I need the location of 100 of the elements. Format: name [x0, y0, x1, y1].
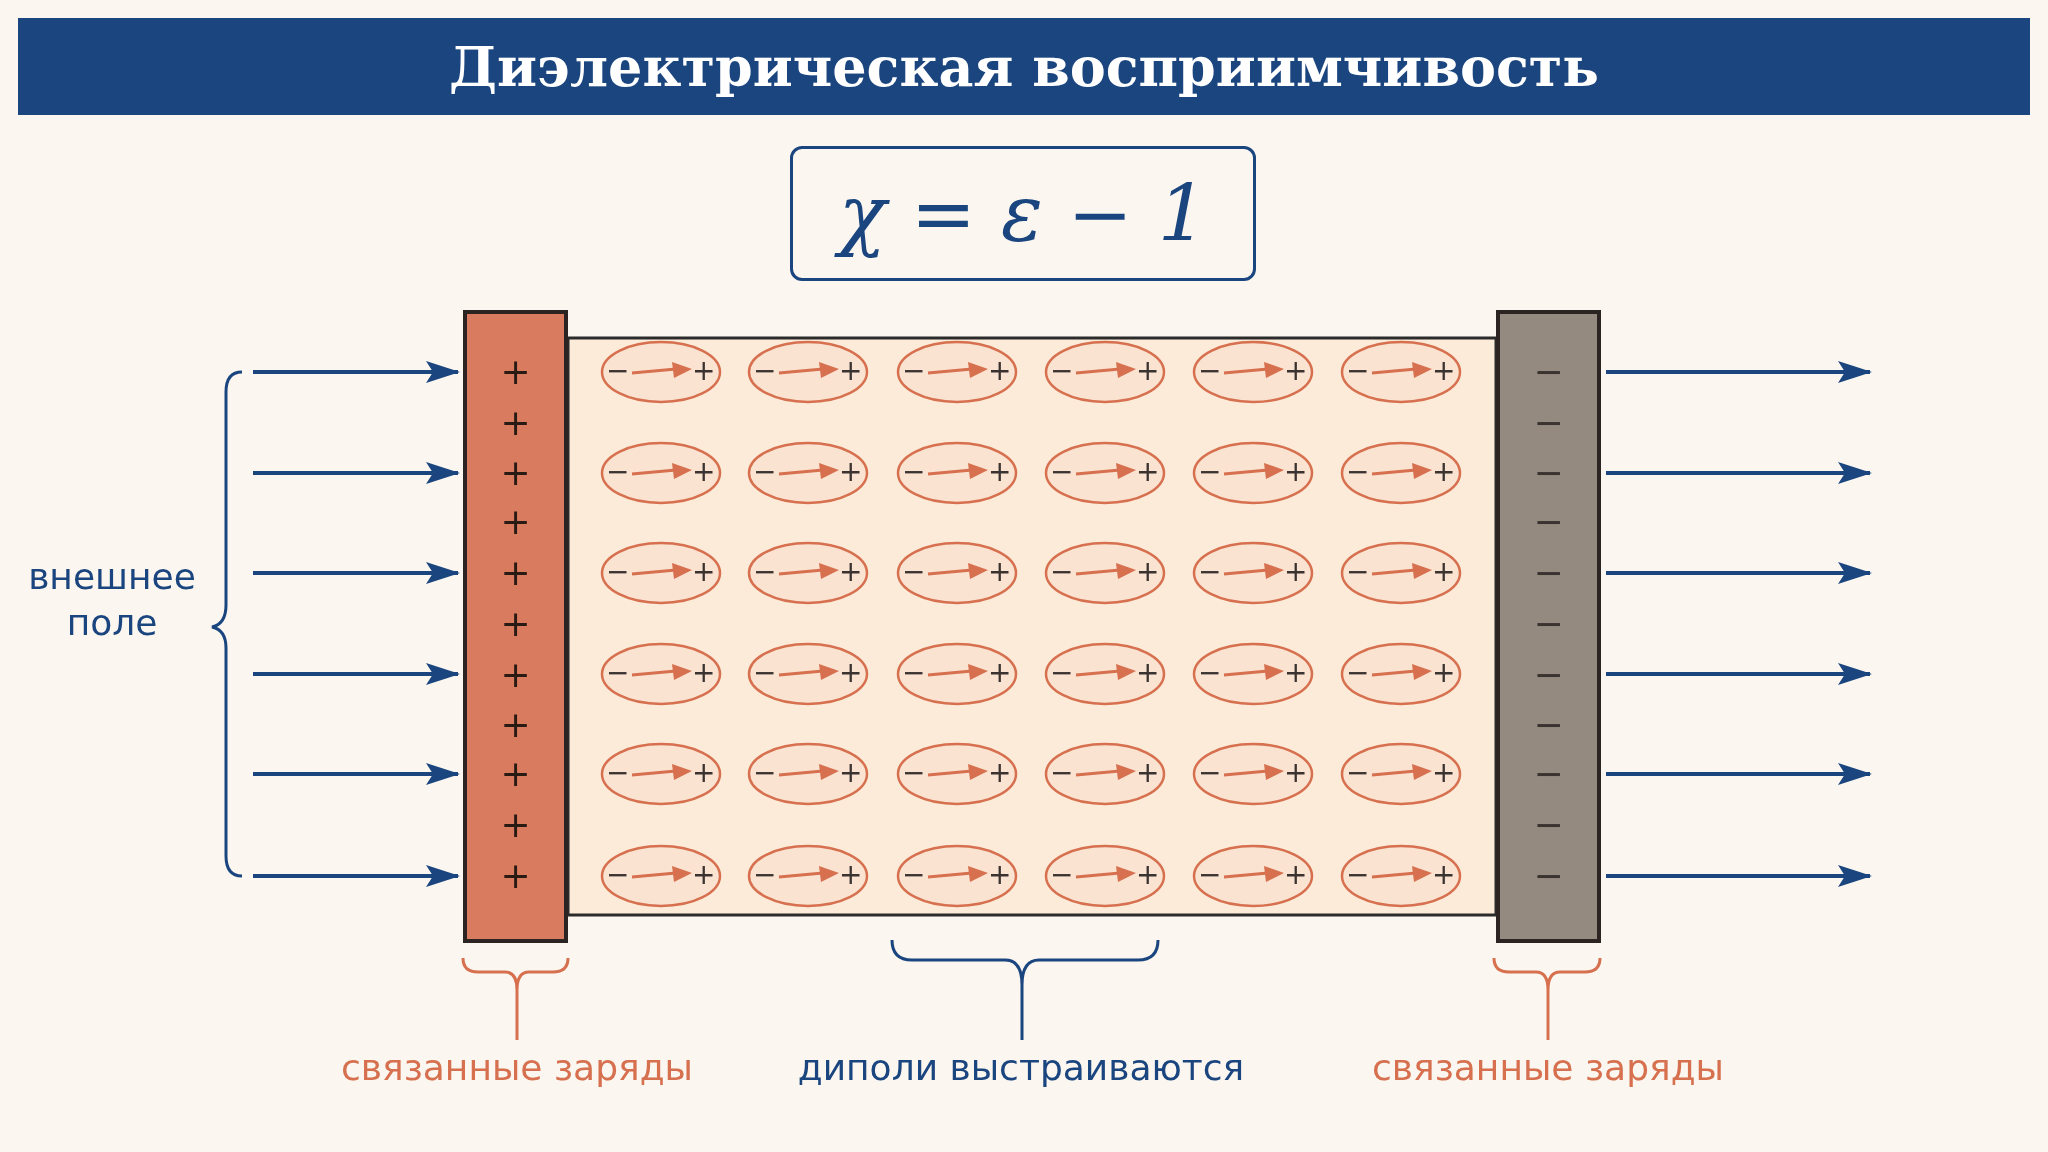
minus-sign: −	[902, 354, 926, 388]
plus-sign: +	[1284, 354, 1308, 388]
plus-sign: +	[499, 604, 532, 644]
plus-sign: +	[499, 655, 532, 695]
minus-sign: −	[1346, 455, 1370, 489]
plus-sign: +	[1432, 555, 1456, 589]
plus-sign: +	[1136, 756, 1160, 790]
minus-sign: −	[1198, 756, 1222, 790]
dipole-ellipse	[747, 340, 869, 404]
plus-sign: +	[692, 756, 716, 790]
plus-sign: +	[1136, 455, 1160, 489]
plus-sign: +	[988, 455, 1012, 489]
plus-sign: +	[988, 656, 1012, 690]
dipole-ellipse	[600, 844, 722, 908]
minus-sign: −	[1198, 656, 1222, 690]
dipole-ellipse	[1044, 340, 1166, 404]
minus-sign: −	[1532, 502, 1565, 542]
plus-sign: +	[499, 352, 532, 392]
minus-sign: −	[1346, 656, 1370, 690]
minus-sign: −	[1532, 705, 1565, 745]
minus-sign: −	[1198, 858, 1222, 892]
dipole-ellipse	[600, 340, 722, 404]
plus-sign: +	[1432, 756, 1456, 790]
minus-sign: −	[606, 354, 630, 388]
minus-sign: −	[1346, 354, 1370, 388]
plus-sign: +	[988, 858, 1012, 892]
plus-sign: +	[839, 656, 863, 690]
dipole-ellipse	[896, 742, 1018, 806]
dipole-ellipse	[747, 844, 869, 908]
dipole-ellipse	[1340, 844, 1462, 908]
brace-label: диполи выстраиваются	[796, 1046, 1246, 1090]
title-banner: Диэлектрическая восприимчивость	[18, 18, 2030, 115]
dipole-ellipse	[600, 642, 722, 706]
plus-sign: +	[1432, 858, 1456, 892]
minus-sign: −	[1532, 553, 1565, 593]
dipole-ellipse	[1044, 844, 1166, 908]
dipole-ellipse	[1192, 541, 1314, 605]
field-label: внешнее поле	[27, 555, 197, 645]
plus-sign: +	[692, 455, 716, 489]
dipole-ellipse	[1044, 541, 1166, 605]
plus-sign: +	[499, 805, 532, 845]
plus-sign: +	[1284, 756, 1308, 790]
minus-sign: −	[606, 455, 630, 489]
dipole-ellipse	[747, 742, 869, 806]
minus-sign: −	[606, 656, 630, 690]
plus-sign: +	[1136, 858, 1160, 892]
minus-sign: −	[606, 756, 630, 790]
plus-sign: +	[988, 756, 1012, 790]
plus-sign: +	[499, 553, 532, 593]
minus-sign: −	[1050, 756, 1074, 790]
dipole-ellipse	[1192, 441, 1314, 505]
minus-sign: −	[1532, 352, 1565, 392]
minus-sign: −	[1532, 604, 1565, 644]
minus-sign: −	[1532, 856, 1565, 896]
plus-sign: +	[499, 403, 532, 443]
minus-sign: −	[1532, 655, 1565, 695]
brace-label: связанные заряды	[340, 1046, 694, 1090]
minus-sign: −	[1050, 656, 1074, 690]
plus-sign: +	[1136, 354, 1160, 388]
plus-sign: +	[499, 453, 532, 493]
dipole-ellipse	[1044, 742, 1166, 806]
minus-sign: −	[1346, 756, 1370, 790]
dipole-ellipse	[1192, 642, 1314, 706]
plus-sign: +	[1432, 455, 1456, 489]
minus-sign: −	[753, 756, 777, 790]
minus-sign: −	[753, 455, 777, 489]
plus-sign: +	[692, 354, 716, 388]
plus-sign: +	[839, 354, 863, 388]
plus-sign: +	[692, 656, 716, 690]
dipole-ellipse	[896, 541, 1018, 605]
plus-sign: +	[839, 858, 863, 892]
minus-sign: −	[1346, 555, 1370, 589]
plus-sign: +	[499, 502, 532, 542]
plus-sign: +	[839, 455, 863, 489]
minus-sign: −	[1198, 555, 1222, 589]
minus-sign: −	[753, 555, 777, 589]
dipole-ellipse	[896, 441, 1018, 505]
minus-sign: −	[1532, 403, 1565, 443]
minus-sign: −	[606, 555, 630, 589]
dipole-ellipse	[896, 844, 1018, 908]
dipole-ellipse	[1044, 441, 1166, 505]
dipole-ellipse	[896, 340, 1018, 404]
plus-sign: +	[988, 354, 1012, 388]
plus-sign: +	[692, 555, 716, 589]
plus-sign: +	[1136, 555, 1160, 589]
plus-sign: +	[1432, 656, 1456, 690]
minus-sign: −	[753, 858, 777, 892]
plus-sign: +	[839, 756, 863, 790]
minus-sign: −	[1198, 455, 1222, 489]
negative-plate	[1496, 310, 1601, 943]
plus-sign: +	[1284, 656, 1308, 690]
minus-sign: −	[1050, 455, 1074, 489]
minus-sign: −	[902, 555, 926, 589]
minus-sign: −	[753, 656, 777, 690]
plus-sign: +	[499, 754, 532, 794]
minus-sign: −	[1532, 754, 1565, 794]
dipole-ellipse	[747, 541, 869, 605]
formula-box	[790, 146, 1256, 281]
dipole-ellipse	[1192, 742, 1314, 806]
minus-sign: −	[902, 756, 926, 790]
